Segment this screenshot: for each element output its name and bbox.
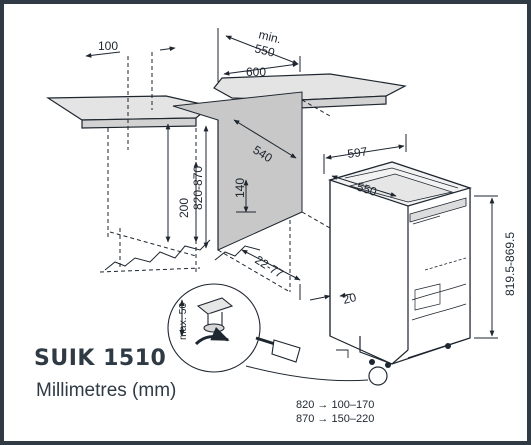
adjustment-height: 870 — [296, 413, 315, 425]
model-name: SUIK 1510 — [34, 346, 169, 371]
dim-door-offset: 20 — [341, 290, 358, 307]
dimension-lines — [85, 28, 498, 339]
dim-depth-min: 550 — [253, 41, 276, 60]
adjustment-row-2: 870 → 150–220 — [296, 413, 374, 425]
dim-width-left: 100 — [98, 39, 118, 53]
dim-screw-max: max. 50 — [177, 302, 189, 340]
adjustment-arrow: → — [317, 399, 329, 411]
dim-min-label: min. — [257, 27, 282, 46]
dim-height-range: 820-870 — [191, 166, 205, 210]
adjustment-row-1: 820 → 100–170 — [296, 399, 374, 411]
units-label: Millimetres (mm) — [36, 380, 177, 401]
appliance-body — [327, 161, 473, 368]
adjustment-range: 150–220 — [331, 413, 375, 425]
dim-appliance-height: 819.5-869.5 — [503, 232, 517, 296]
foot-callout — [368, 366, 388, 386]
dim-appliance-width: 597 — [346, 144, 368, 161]
floor-line — [104, 239, 261, 271]
dim-vent-height: 200 — [177, 198, 191, 218]
dim-niche-width: 600 — [246, 65, 266, 79]
adjustment-range: 100–170 — [331, 399, 375, 411]
dim-appliance-depth: 550 — [355, 180, 379, 200]
adjustment-detail — [167, 283, 369, 382]
adjustment-height: 820 — [296, 399, 315, 411]
adjustment-arrow: → — [317, 413, 329, 425]
dim-panel-gap: 140 — [233, 178, 247, 198]
dim-plinth-depth: 22-77 — [252, 253, 286, 281]
countertop — [46, 73, 407, 129]
